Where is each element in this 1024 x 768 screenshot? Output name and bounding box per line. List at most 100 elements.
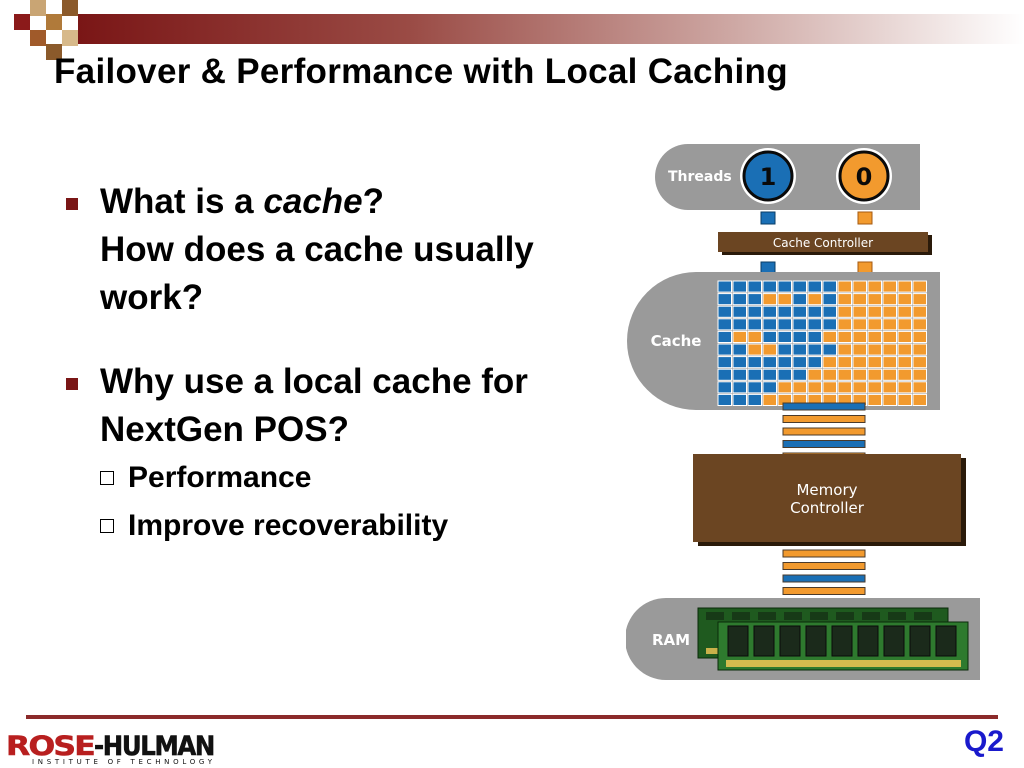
cache-cell <box>732 368 747 381</box>
cache-cell <box>897 343 912 356</box>
cache-cell <box>852 280 867 293</box>
cache-cell <box>822 356 837 369</box>
cache-cell <box>717 280 732 293</box>
cache-cell <box>792 330 807 343</box>
cache-cell <box>912 356 927 369</box>
cache-cell <box>882 305 897 318</box>
cache-cell <box>732 330 747 343</box>
cache-cell <box>762 393 777 406</box>
cache-cell <box>792 381 807 394</box>
ram-chip <box>810 612 828 620</box>
bus-line <box>782 402 866 411</box>
bullet-text: Why use a local cache for <box>100 362 528 401</box>
thread-1-number: 1 <box>760 163 777 191</box>
cache-cell <box>912 318 927 331</box>
memory-controller-label: Controller <box>790 499 865 517</box>
cache-cell <box>732 318 747 331</box>
cache-cell <box>822 330 837 343</box>
cache-cell <box>777 305 792 318</box>
cache-cell <box>777 330 792 343</box>
bus-line <box>782 562 866 570</box>
cache-cell <box>732 293 747 306</box>
cache-cell <box>822 343 837 356</box>
cache-cell <box>882 368 897 381</box>
cache-cell <box>882 330 897 343</box>
cache-cell <box>897 305 912 318</box>
cache-cell <box>837 293 852 306</box>
cache-cell <box>897 356 912 369</box>
memory-bus-top <box>782 402 866 461</box>
cache-cell <box>882 343 897 356</box>
cache-cell <box>762 280 777 293</box>
bullet-list: What is a cache? How does a cache usuall… <box>62 178 622 550</box>
bullet-text: ? <box>362 182 385 221</box>
cache-controller-bar <box>718 232 928 252</box>
cache-cell <box>762 305 777 318</box>
cache-cell <box>747 343 762 356</box>
cache-cell <box>882 280 897 293</box>
cache-cell <box>897 393 912 406</box>
cache-cell <box>882 393 897 406</box>
cache-cell <box>762 343 777 356</box>
cache-cell <box>792 343 807 356</box>
cache-cell <box>837 356 852 369</box>
ram-chip <box>732 612 750 620</box>
cache-cell <box>777 318 792 331</box>
bullet-emphasis: cache <box>263 182 363 221</box>
cache-cell <box>867 368 882 381</box>
ram-contacts <box>726 660 961 667</box>
cache-cell <box>762 381 777 394</box>
cache-cell <box>807 368 822 381</box>
cache-diagram: Threads 1 0 Cache Controller Cache Memor… <box>626 144 980 680</box>
cache-cell <box>807 305 822 318</box>
cache-cell <box>912 381 927 394</box>
ram-chip <box>862 612 880 620</box>
bullet-item-local-cache: Why use a local cache for NextGen POS? <box>62 358 622 454</box>
cache-cell <box>717 293 732 306</box>
sub-bullet-text: Performance <box>128 461 312 494</box>
cache-cell <box>792 305 807 318</box>
cache-cell <box>807 280 822 293</box>
cache-cell <box>732 356 747 369</box>
deco-square <box>30 30 46 46</box>
bullet-text: What is a <box>100 182 264 221</box>
cache-cell <box>717 305 732 318</box>
memory-controller-block <box>693 454 961 542</box>
cache-cell <box>747 368 762 381</box>
ram-chip <box>909 625 931 657</box>
cache-cell <box>717 393 732 406</box>
cache-cell <box>837 343 852 356</box>
cache-cell <box>747 356 762 369</box>
sub-bullet-marker <box>100 519 114 533</box>
memory-bus-bottom <box>782 549 866 595</box>
cache-cell <box>732 393 747 406</box>
slide-title: Failover & Performance with Local Cachin… <box>54 52 788 91</box>
ram-chip <box>753 625 775 657</box>
cache-cell <box>852 343 867 356</box>
cache-cell <box>717 330 732 343</box>
cache-cell <box>912 280 927 293</box>
bus-line <box>782 574 866 583</box>
bullet-item-cache: What is a cache? How does a cache usuall… <box>62 178 622 322</box>
bus-line <box>782 415 866 423</box>
cache-cell <box>867 305 882 318</box>
cache-cell <box>837 381 852 394</box>
cache-cell <box>747 330 762 343</box>
cache-cell <box>777 280 792 293</box>
cache-cell <box>762 368 777 381</box>
rose-hulman-logo: ROSE -HULMAN INSTITUTE OF TECHNOLOGY <box>6 731 216 766</box>
cache-cell <box>882 318 897 331</box>
cache-cell <box>912 293 927 306</box>
sub-bullet-recoverability: Improve recoverability <box>62 502 622 550</box>
cache-cell <box>732 381 747 394</box>
cache-cell <box>867 343 882 356</box>
ram-chip <box>888 612 906 620</box>
sub-bullet-performance: Performance <box>62 454 622 502</box>
cache-cell <box>777 356 792 369</box>
cache-cell <box>882 356 897 369</box>
cache-cell <box>747 318 762 331</box>
ram-chip <box>727 625 749 657</box>
bus-line <box>782 549 866 558</box>
logo-name-hulman: -HULMAN <box>94 731 214 762</box>
cache-cell <box>882 381 897 394</box>
